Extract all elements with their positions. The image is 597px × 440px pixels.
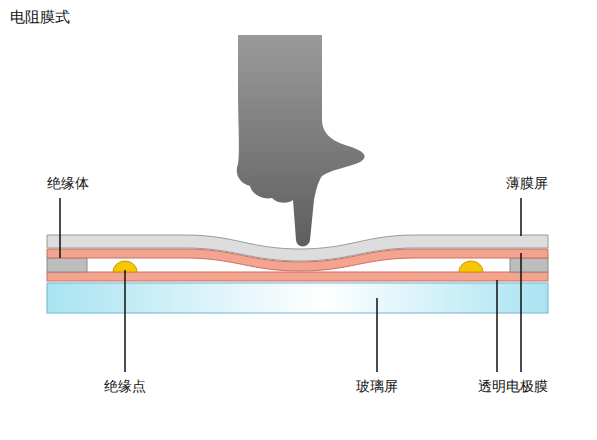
glass-screen [47,283,548,313]
leader-line [59,198,61,258]
leader-line [496,280,498,372]
part-label: 绝缘体 [47,174,89,192]
leader-line [520,198,522,236]
part-label: 透明电极膜 [478,377,548,395]
insulating-dot [459,261,483,272]
part-label: 薄膜屏 [506,174,548,192]
leader-line [376,298,378,372]
pressing-finger [237,35,365,246]
insulator-block [47,258,87,272]
lower-electrode-film [47,272,548,281]
leader-line [520,253,522,372]
diagram-title: 电阻膜式 [10,8,70,26]
leader-line [124,270,126,372]
part-label: 玻璃屏 [356,377,398,395]
part-label: 绝缘点 [104,377,146,395]
insulator-block [510,258,548,272]
